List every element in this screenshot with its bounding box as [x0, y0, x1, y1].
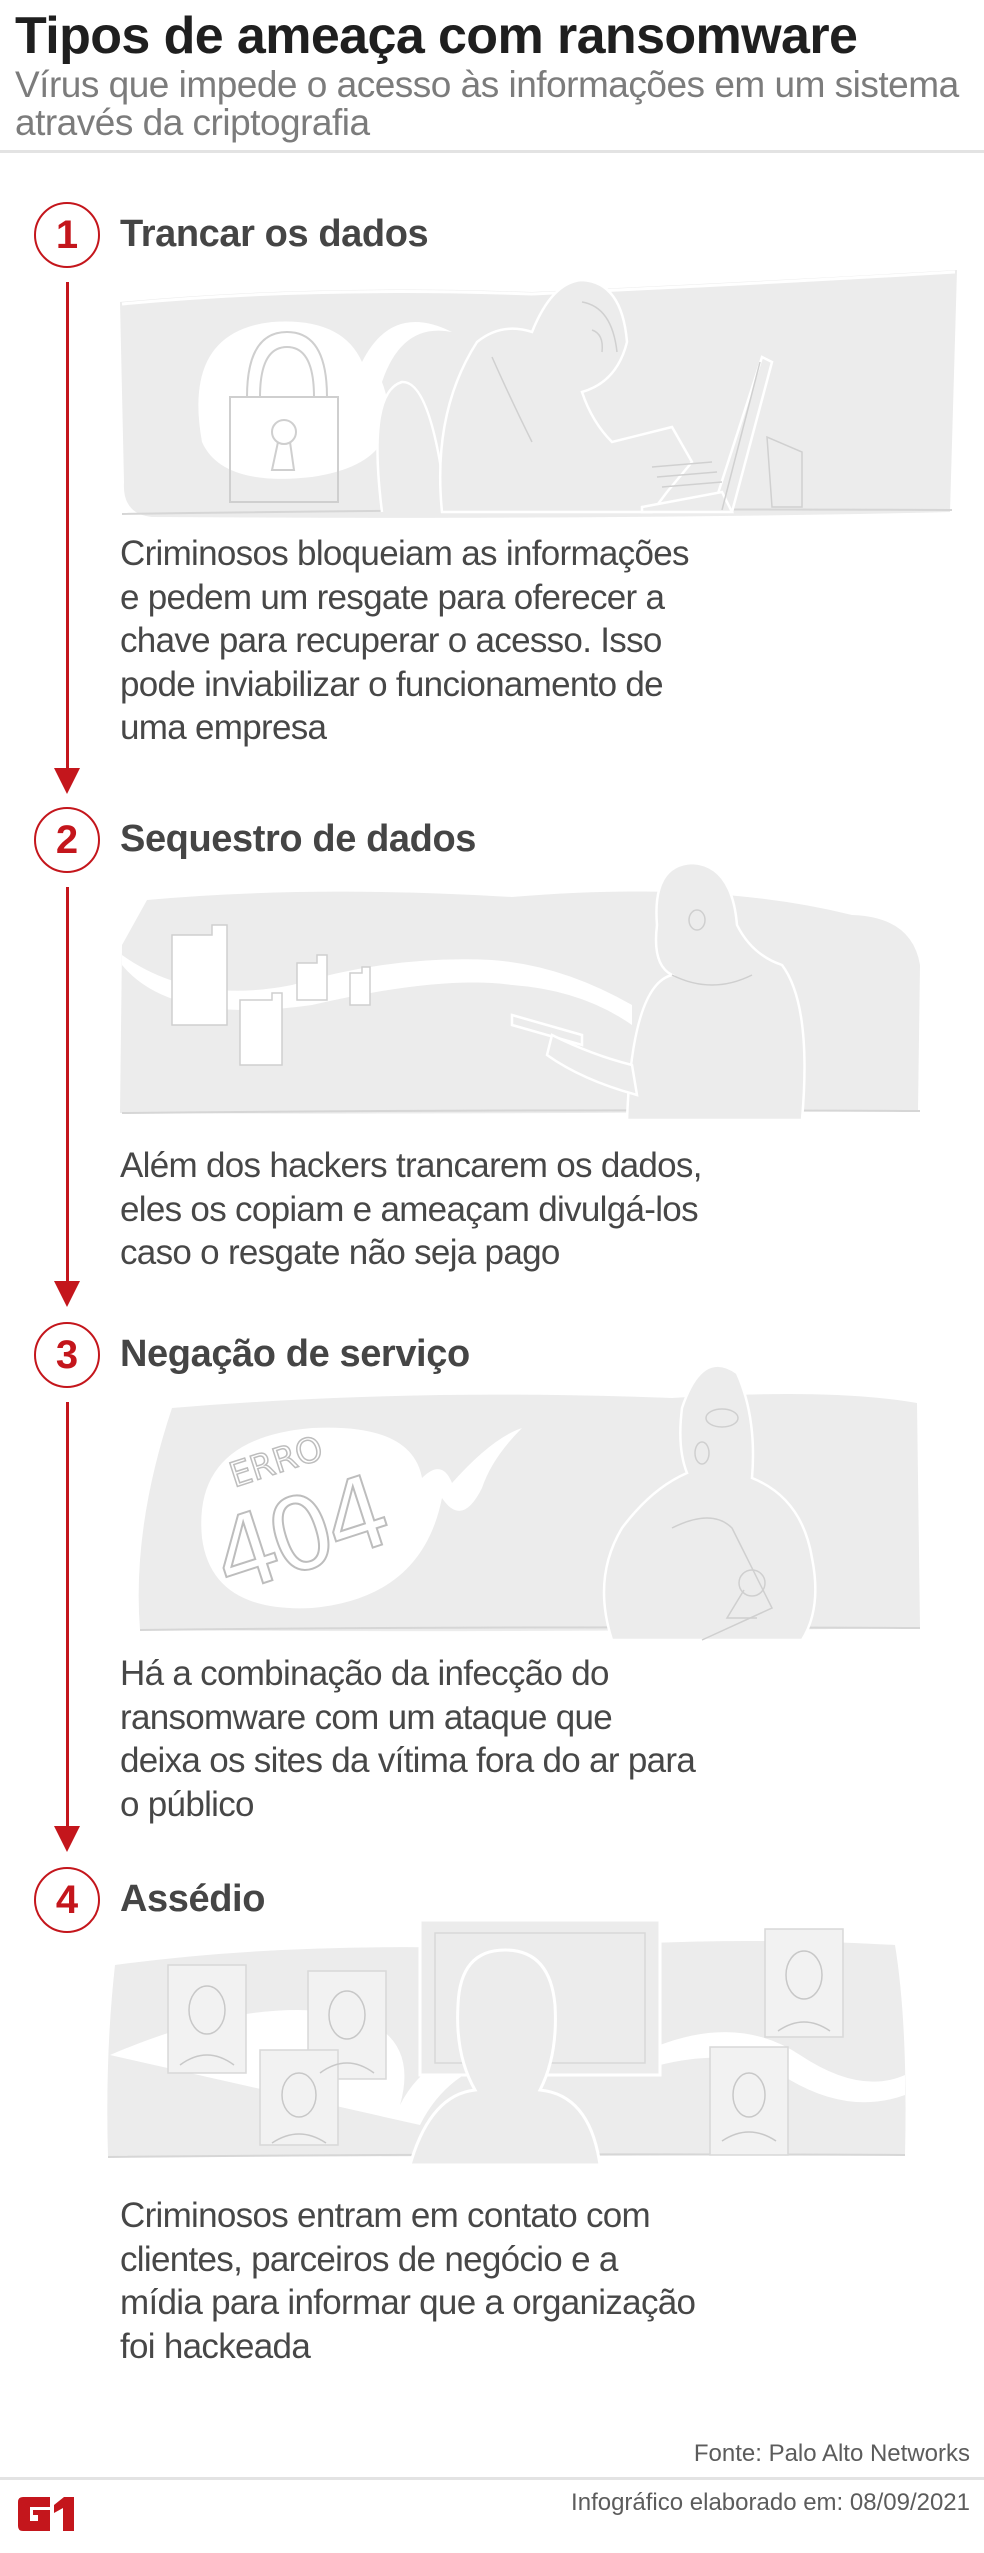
- section-description: Há a combinação da infecção do ransomwar…: [120, 1654, 696, 1824]
- section-title: Trancar os dados: [120, 213, 429, 255]
- timeline-line-1: [66, 282, 69, 772]
- hacker-icon: [510, 861, 806, 1122]
- illustration-hacker-contacts: [107, 1918, 906, 2167]
- timeline-line-3: [66, 1402, 69, 1830]
- footer-divider: [0, 2477, 984, 2480]
- hacker-icon: [376, 278, 774, 514]
- source-credit: Fonte: Palo Alto Networks: [693, 2440, 970, 2467]
- contact-photo-icon: [167, 1928, 844, 2156]
- section-description: Criminosos entram em contato com cliente…: [120, 2196, 696, 2366]
- hacker-icon: [408, 1948, 602, 2167]
- step-number-badge: 2: [34, 807, 100, 873]
- step-number-badge: 1: [34, 202, 100, 268]
- hacker-icon: [602, 1364, 817, 1642]
- illustration-hacker-phone: [120, 861, 921, 1122]
- timeline-line-2: [66, 887, 69, 1285]
- section-title: Negação de serviço: [120, 1333, 470, 1375]
- file-icon: [171, 924, 371, 1066]
- error-404-text: ERRO 404: [197, 1428, 401, 1619]
- step-number-badge: 4: [34, 1867, 100, 1933]
- arrow-down-icon: [54, 1826, 80, 1852]
- publication-date: Infográfico elaborado em: 08/09/2021: [571, 2489, 970, 2516]
- section-title: Assédio: [120, 1878, 266, 1920]
- header-divider: [0, 150, 984, 153]
- section-description: Criminosos bloqueiam as informações e pe…: [120, 534, 690, 748]
- step-number-badge: 3: [34, 1322, 100, 1388]
- illustration-hacker-laptop: [120, 270, 957, 518]
- illustration-hacker-error-404: ERRO 404: [138, 1364, 921, 1642]
- arrow-down-icon: [54, 1281, 80, 1307]
- padlock-icon: [229, 330, 339, 503]
- section-description: Além dos hackers trancarem os dados, ele…: [120, 1146, 702, 1273]
- g1-logo-icon: [18, 2497, 74, 2531]
- page-title: Tipos de ameaça com ransomware: [15, 7, 858, 65]
- page-subtitle: Vírus que impede o acesso às informações…: [15, 64, 959, 143]
- arrow-down-icon: [54, 768, 80, 794]
- section-title: Sequestro de dados: [120, 818, 476, 860]
